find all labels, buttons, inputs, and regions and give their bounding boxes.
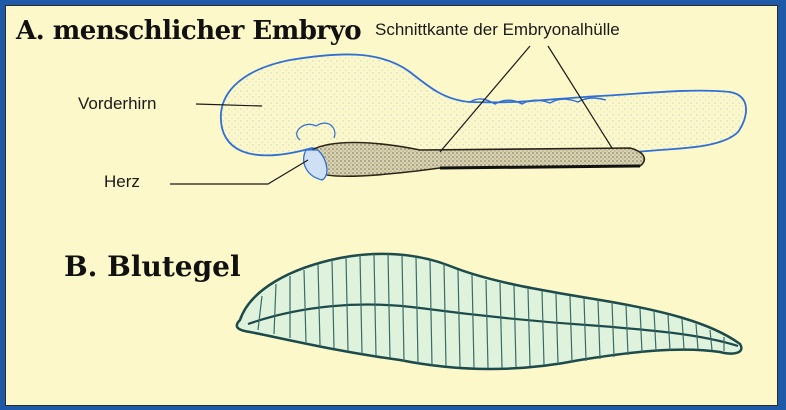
envelope-base-line	[440, 166, 640, 168]
title-leech: B. Blutegel	[64, 250, 241, 283]
leech-drawing	[237, 254, 742, 369]
label-heart: Herz	[104, 172, 140, 192]
embryo-drawing	[221, 54, 746, 180]
label-cut-edge: Schnittkante der Embryonalhülle	[375, 20, 620, 40]
title-human-embryo: A. menschlicher Embryo	[16, 16, 361, 46]
leech-body	[237, 254, 742, 369]
label-forebrain: Vorderhirn	[78, 94, 156, 114]
leader-heart	[170, 160, 308, 184]
